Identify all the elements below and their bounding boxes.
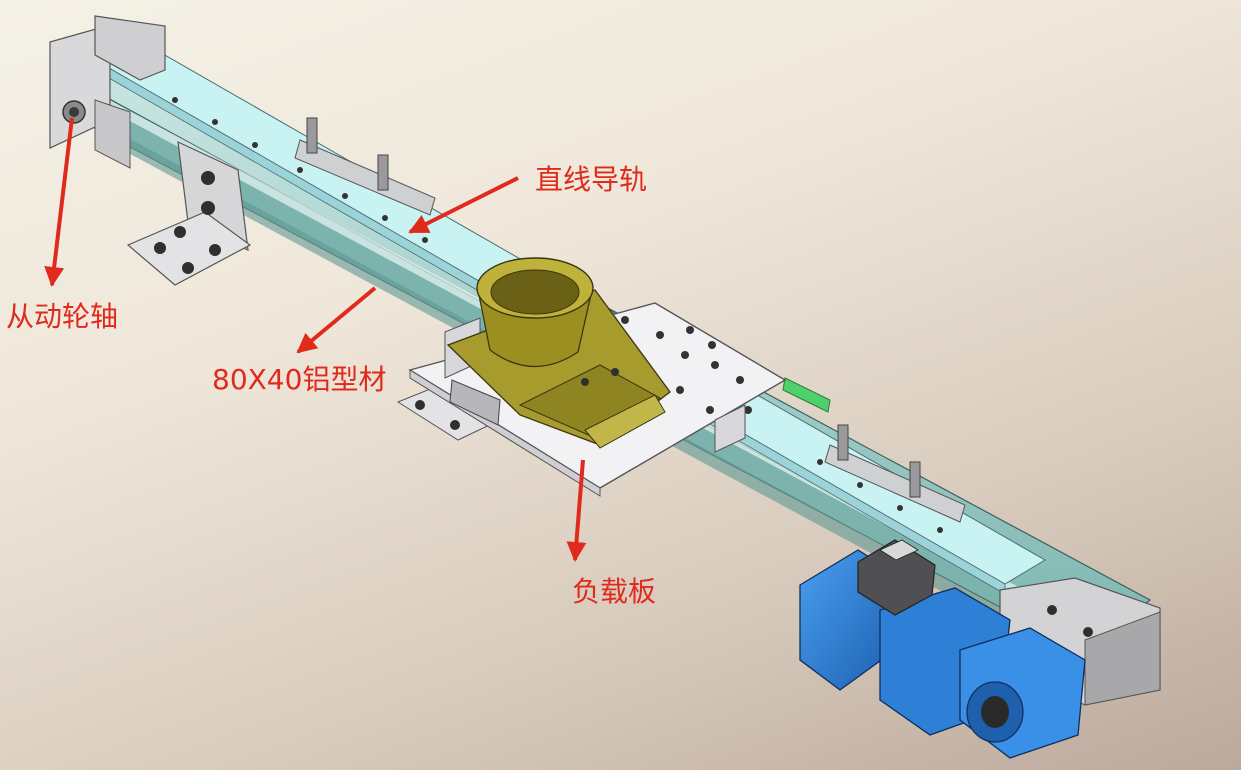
sensor-bracket-left (294, 117, 436, 216)
callout-arrows (44, 117, 587, 562)
label-driven-shaft: 从动轮轴 (6, 300, 119, 333)
label-aluminum-profile: 80X40铝型材 (212, 363, 387, 396)
rail-holes (172, 97, 943, 533)
arrow-linear-guide (408, 176, 519, 234)
drive-motor (799, 549, 1086, 759)
label-load-plate: 负载板 (572, 575, 657, 608)
arrow-aluminum-profile (296, 286, 377, 354)
label-linear-guide: 直线导轨 (535, 163, 648, 196)
driven-end-plate (49, 15, 166, 169)
motor-junction-box (857, 539, 936, 616)
cup-holder (476, 257, 594, 368)
green-flag (782, 377, 831, 413)
left-mounting-bracket (126, 140, 252, 286)
sensor-bracket-right (824, 424, 966, 523)
arrow-load-plate (566, 459, 587, 562)
arrow-driven-shaft (44, 117, 74, 287)
